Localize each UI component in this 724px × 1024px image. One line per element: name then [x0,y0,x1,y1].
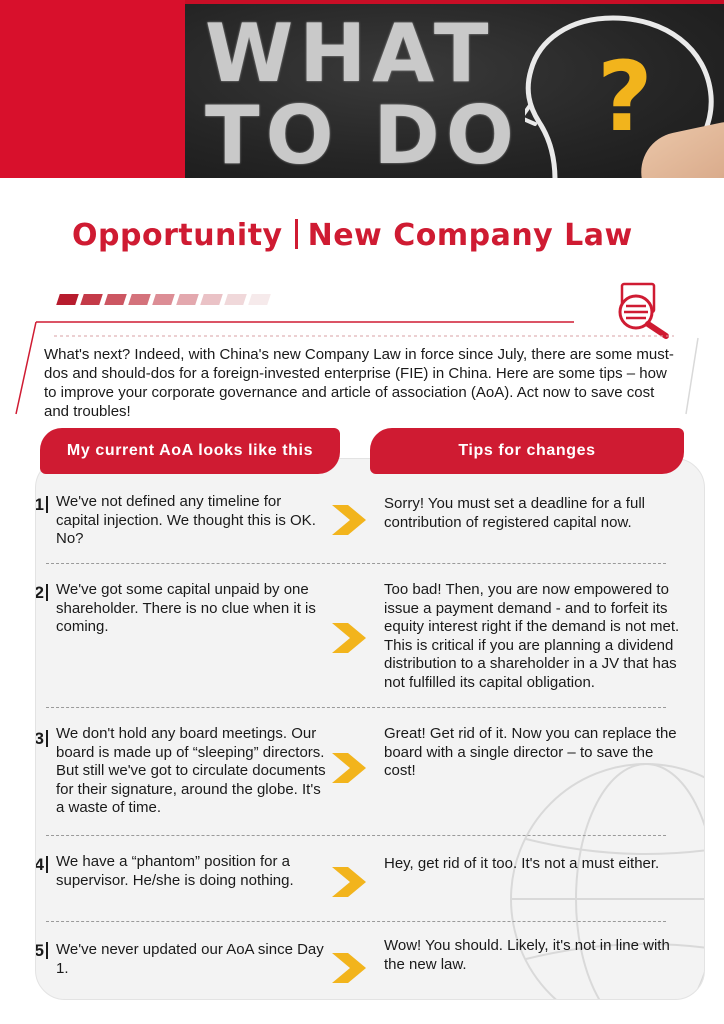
chalkboard-background [185,0,724,178]
tip-text: Hey, get rid of it too. It's not a must … [384,855,660,872]
title-opportunity: Opportunity [72,218,283,253]
tip-text: Sorry! You must set a deadline for a ful… [384,495,645,531]
chevron-right-icon [332,505,366,535]
tip-text: Wow! You should. Likely, it's not in lin… [384,937,670,973]
chevron-right-icon [332,623,366,653]
search-document-icon [618,282,669,339]
tip-text: Great! Get rid of it. Now you can replac… [384,725,677,779]
header-banner: WHAT TO DO ? [0,0,724,178]
chevron-right-icon [332,867,366,897]
current-aoa-text: We don't hold any board meetings. Our bo… [56,725,326,816]
row-number: 02 [36,583,48,603]
page-title: Opportunity New Company Law [72,218,712,253]
banner-word-to-do: TO DO [205,89,520,178]
row-number: 03 [36,729,48,749]
question-mark: ? [597,41,653,153]
column-header-tips: Tips for changes [370,428,684,474]
row-number: 04 [36,855,48,875]
row-divider [46,707,666,708]
row-divider [46,835,666,836]
intro-paragraph: What's next? Indeed, with China's new Co… [44,346,674,420]
row-divider [46,563,666,564]
globe-watermark-icon [510,763,704,999]
comparison-panel: 01 We've not defined any timeline for ca… [35,458,705,1000]
banner-word-what: WHAT [205,7,495,100]
title-separator [294,219,298,249]
row-divider [46,921,666,922]
head-question-icon: ? [525,15,714,178]
current-aoa-text: We've not defined any timeline for capit… [56,493,316,547]
chevron-right-icon [332,753,366,783]
row-number: 01 [36,495,48,515]
banner-top-strip [185,0,724,4]
chevron-right-icon [332,953,366,983]
current-aoa-text: We have a “phantom” position for a super… [56,853,294,889]
intro-frame [15,321,699,415]
row-number: 05 [36,941,48,961]
column-header-current-aoa: My current AoA looks like this [40,428,340,474]
title-new-company-law: New Company Law [307,218,633,253]
tip-text: Too bad! Then, you are now empowered to … [384,581,680,691]
current-aoa-text: We've never updated our AoA since Day 1. [56,941,324,977]
decorative-dashes [56,294,271,306]
current-aoa-text: We've got some capital unpaid by one sha… [56,581,316,635]
